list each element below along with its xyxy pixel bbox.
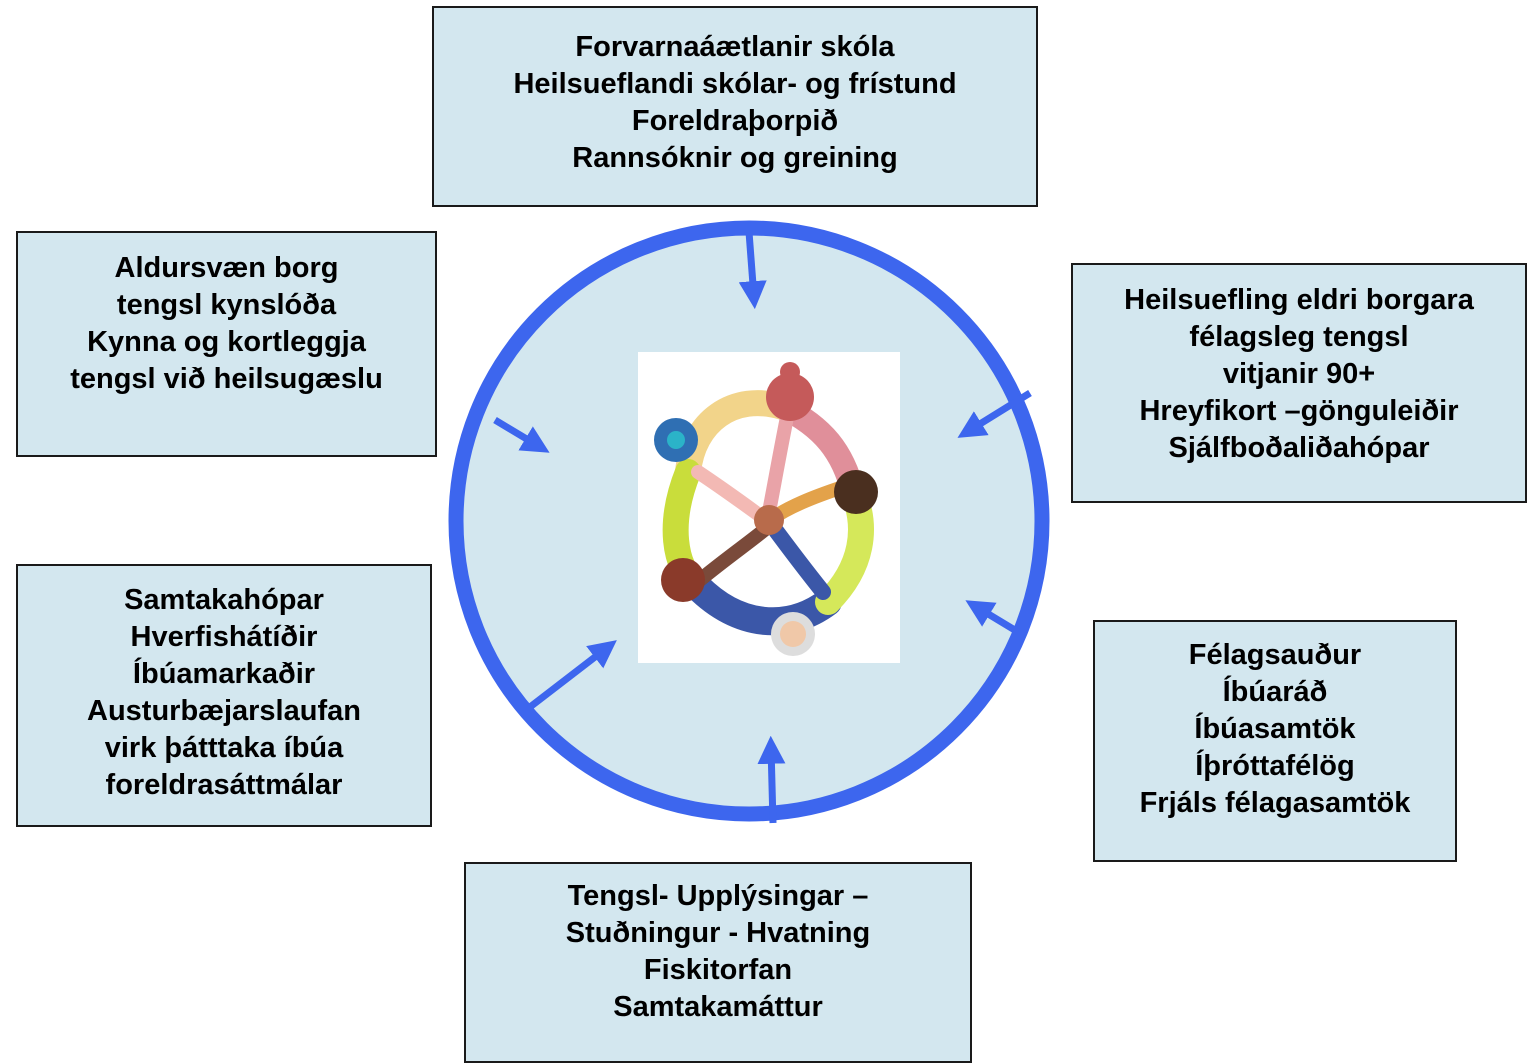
box-schools-prevention: Forvarnaáætlanir skóla Heilsueflandi skó… bbox=[432, 6, 1038, 207]
box-line: Íþróttafélög bbox=[1195, 750, 1355, 782]
box-line: Austurbæjarslaufan bbox=[87, 695, 361, 727]
box-line: Sjálfboðaliðahópar bbox=[1168, 432, 1430, 464]
arrow-from-bottom-right bbox=[965, 600, 1020, 635]
box-line: Íbúamarkaðir bbox=[132, 658, 316, 690]
box-line: Stuðningur - Hvatning bbox=[565, 917, 871, 949]
box-line: Félagsauður bbox=[1188, 639, 1362, 671]
box-line: virk þátttaka íbúa bbox=[104, 732, 344, 764]
box-line: tengsl kynslóða bbox=[116, 289, 337, 321]
box-line: Hverfishátíðir bbox=[130, 621, 318, 653]
box-line: tengsl við heilsugæslu bbox=[70, 363, 383, 395]
box-line: Frjáls félagasamtök bbox=[1139, 787, 1411, 819]
box-line: Heilsuefling eldri borgara bbox=[1124, 284, 1474, 316]
box-line: Kynna og kortleggja bbox=[87, 326, 366, 358]
box-community-groups: Samtakahópar Hverfishátíðir Íbúamarkaðir… bbox=[16, 564, 432, 827]
box-line: Tengsl- Upplýsingar – bbox=[567, 880, 869, 912]
box-line: Rannsóknir og greining bbox=[572, 142, 898, 174]
box-line: foreldrasáttmálar bbox=[105, 769, 343, 801]
arrow-from-top-left bbox=[493, 416, 550, 453]
box-line: Foreldraþorpið bbox=[631, 105, 839, 137]
box-line: Fiskitorfan bbox=[643, 954, 793, 986]
box-line: Forvarnaáætlanir skóla bbox=[575, 31, 895, 63]
arrow-from-right bbox=[957, 390, 1032, 438]
box-line: Hreyfikort –gönguleiðir bbox=[1139, 395, 1459, 427]
box-age-friendly-city: Aldursvæn borg tengsl kynslóða Kynna og … bbox=[16, 231, 437, 457]
arrow-from-bottom bbox=[757, 735, 786, 824]
arrow-from-left bbox=[527, 640, 617, 710]
box-line: Aldursvæn borg bbox=[114, 252, 339, 284]
box-line: Samtakamáttur bbox=[613, 991, 823, 1023]
box-line: Samtakahópar bbox=[124, 584, 324, 616]
arrow-from-top bbox=[738, 231, 767, 310]
box-social-capital: Félagsauður Íbúaráð Íbúasamtök Íþróttafé… bbox=[1093, 620, 1457, 862]
people-holding-hands-circle-illustration bbox=[638, 352, 900, 663]
box-line: vitjanir 90+ bbox=[1222, 358, 1376, 390]
box-line: Heilsueflandi skólar- og frístund bbox=[513, 68, 957, 100]
box-elderly-health: Heilsuefling eldri borgara félagsleg ten… bbox=[1071, 263, 1527, 503]
box-line: Íbúasamtök bbox=[1194, 713, 1356, 745]
box-line: Íbúaráð bbox=[1222, 676, 1328, 708]
box-connections-support: Tengsl- Upplýsingar – Stuðningur - Hvatn… bbox=[464, 862, 972, 1063]
box-line: félagsleg tengsl bbox=[1189, 321, 1409, 353]
